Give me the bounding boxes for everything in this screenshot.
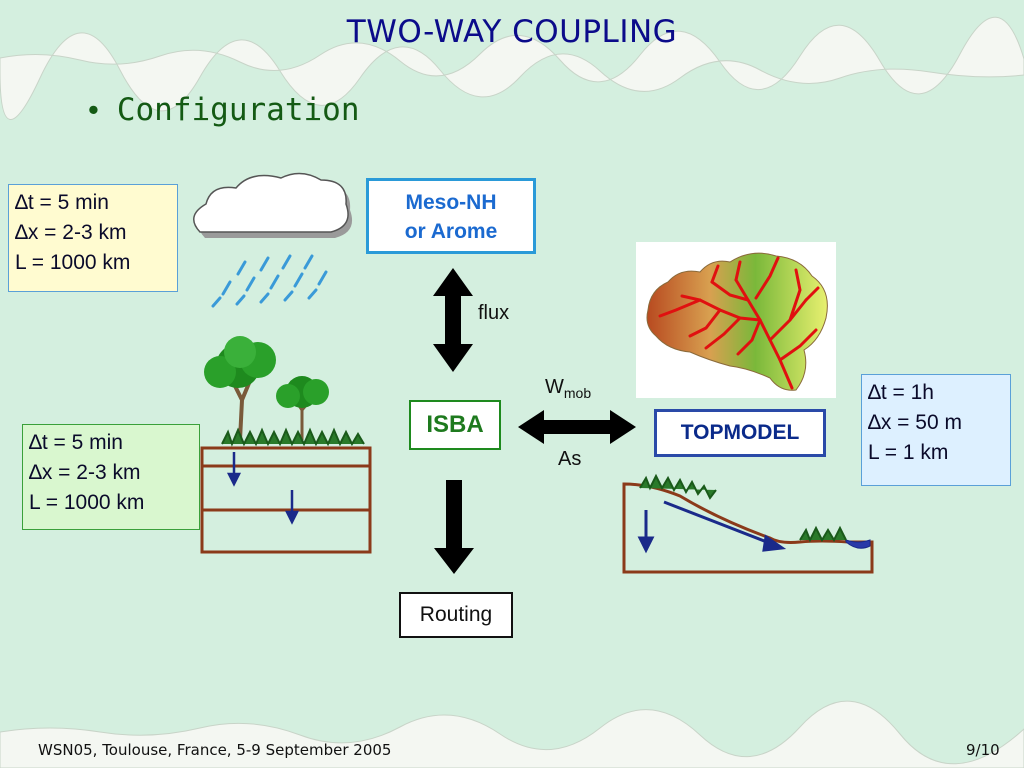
atmosphere-params-box: ∆t = 5 min ∆x = 2-3 km L = 1000 km xyxy=(8,184,178,292)
surface-params-box: ∆t = 5 min ∆x = 2-3 km L = 1000 km xyxy=(22,424,200,530)
top-dx: ∆x = 50 m xyxy=(868,411,962,434)
footer-left: WSN05, Toulouse, France, 5-9 September 2… xyxy=(38,741,392,759)
slide-title: TWO-WAY COUPLING xyxy=(346,14,678,50)
atm-dx: ∆x = 2-3 km xyxy=(15,221,127,244)
top-paper-strip xyxy=(0,16,1024,120)
wmob-label: Wmob xyxy=(545,376,591,401)
bullet-dot-icon: • xyxy=(88,92,99,127)
meso-line2: or Arome xyxy=(404,220,498,243)
wmob-sub: mob xyxy=(563,385,592,401)
top-L: L = 1 km xyxy=(868,441,949,464)
soil-column-icon xyxy=(200,446,372,554)
footer-page-number: 9/10 xyxy=(966,741,1000,759)
bottom-paper-strip xyxy=(0,700,1024,768)
as-label: As xyxy=(558,448,582,470)
meso-nh-node: Meso-NH or Arome xyxy=(366,178,536,254)
isba-node: ISBA xyxy=(409,400,501,450)
atm-L: L = 1000 km xyxy=(15,251,131,274)
rain-cloud-icon xyxy=(193,172,353,308)
surf-L: L = 1000 km xyxy=(29,491,145,514)
trees-icon xyxy=(204,336,365,447)
routing-node: Routing xyxy=(399,592,513,638)
flux-double-arrow-icon xyxy=(433,268,473,372)
topmodel-params-box: ∆t = 1h ∆x = 50 m L = 1 km xyxy=(861,374,1011,486)
bullet-text: Configuration xyxy=(116,92,360,128)
surf-dx: ∆x = 2-3 km xyxy=(29,461,141,484)
topmodel-node: TOPMODEL xyxy=(654,409,826,457)
catchment-map-image xyxy=(636,242,836,398)
flux-label: flux xyxy=(478,302,510,324)
routing-down-arrow-icon xyxy=(434,480,474,574)
meso-line1: Meso-NH xyxy=(405,191,497,214)
hillslope-icon xyxy=(622,473,874,574)
wmob-main: W xyxy=(545,376,564,398)
surf-dt: ∆t = 5 min xyxy=(29,431,123,454)
wmob-as-double-arrow-icon xyxy=(518,410,636,444)
top-dt: ∆t = 1h xyxy=(868,381,934,404)
atm-dt: ∆t = 5 min xyxy=(15,191,109,214)
bullet-item: • Configuration xyxy=(88,92,360,128)
